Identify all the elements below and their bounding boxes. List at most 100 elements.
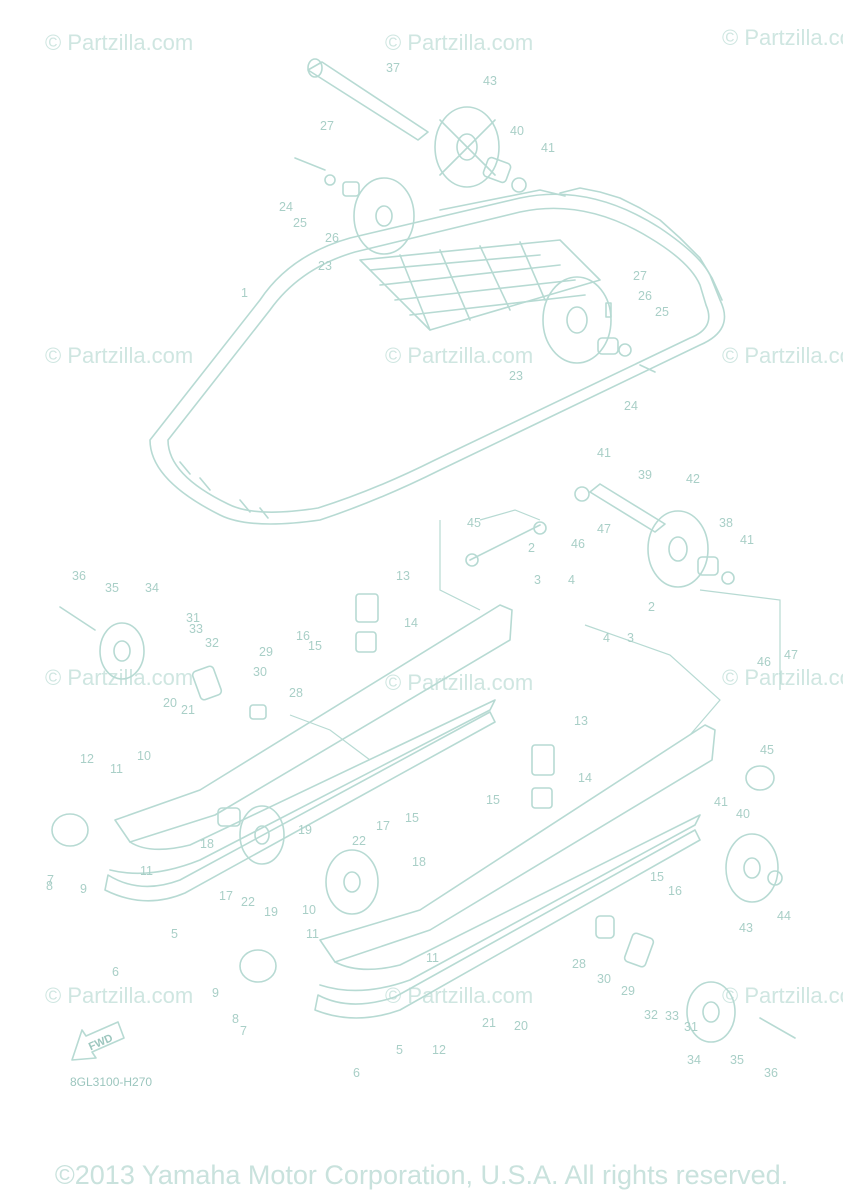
watermark-text: © Partzilla.com: [45, 983, 193, 1008]
callout-number: 41: [740, 533, 754, 547]
callout-number: 24: [279, 200, 293, 214]
callout-number: 27: [320, 119, 334, 133]
callout-number: 37: [386, 61, 400, 75]
callout-number: 17: [219, 889, 233, 903]
callout-number: 17: [376, 819, 390, 833]
callout-number: 9: [212, 986, 219, 1000]
callout-number: 42: [686, 472, 700, 486]
callout-number: 22: [241, 895, 255, 909]
callout-number: 23: [318, 259, 332, 273]
callout-number: 21: [482, 1016, 496, 1030]
callout-number: 7: [240, 1024, 247, 1038]
callout-number: 35: [105, 581, 119, 595]
watermark-text: © Partzilla.com: [722, 665, 843, 690]
callout-number: 21: [181, 703, 195, 717]
track-belt: [149, 187, 726, 525]
watermark-text: © Partzilla.com: [45, 665, 193, 690]
callout-number: 32: [205, 636, 219, 650]
watermark-text: © Partzilla.com: [45, 30, 193, 55]
callout-number: 28: [289, 686, 303, 700]
callout-number: 34: [145, 581, 159, 595]
fwd-label: FWD: [87, 1032, 115, 1053]
callout-number: 31: [684, 1020, 698, 1034]
callout-number: 4: [568, 573, 575, 587]
diagram-code: 8GL3100-H270: [70, 1075, 152, 1089]
callout-number: 46: [571, 537, 585, 551]
callout-number: 14: [404, 616, 418, 630]
copyright-notice: ©2013 Yamaha Motor Corporation, U.S.A. A…: [54, 1160, 789, 1190]
callout-number: 6: [353, 1066, 360, 1080]
callout-number: 2: [648, 600, 655, 614]
callout-number: 45: [467, 516, 481, 530]
callout-number: 26: [325, 231, 339, 245]
callout-number: 24: [624, 399, 638, 413]
callout-number: 2: [528, 541, 535, 555]
callout-number: 11: [306, 927, 319, 941]
callout-numbers: 1223344556677889910101111111112121313141…: [46, 61, 798, 1080]
callout-number: 11: [140, 864, 153, 878]
fwd-arrow: FWD: [71, 1021, 125, 1061]
callout-number: 30: [597, 972, 611, 986]
callout-number: 11: [110, 762, 123, 776]
watermark-text: © Partzilla.com: [722, 983, 843, 1008]
callout-number: 19: [298, 823, 312, 837]
callout-number: 25: [293, 216, 307, 230]
callout-number: 12: [432, 1043, 446, 1057]
watermark-text: © Partzilla.com: [385, 343, 533, 368]
callout-number: 16: [296, 629, 310, 643]
front-idler-assembly: [465, 483, 735, 588]
callout-number: 47: [597, 522, 611, 536]
watermark-group: © Partzilla.com © Partzilla.com © Partzill…: [45, 25, 843, 1008]
callout-number: 32: [644, 1008, 658, 1022]
callout-number: 8: [46, 879, 53, 893]
callout-number: 20: [514, 1019, 528, 1033]
watermark-text: © Partzilla.com: [722, 343, 843, 368]
callout-number: 34: [687, 1053, 701, 1067]
callout-number: 45: [760, 743, 774, 757]
callout-number: 10: [302, 903, 316, 917]
callout-number: 40: [736, 807, 750, 821]
callout-number: 43: [483, 74, 497, 88]
callout-number: 47: [784, 648, 798, 662]
callout-number: 25: [655, 305, 669, 319]
callout-number: 20: [163, 696, 177, 710]
left-slide-rail: [51, 593, 513, 902]
callout-number: 29: [621, 984, 635, 998]
callout-number: 11: [426, 951, 439, 965]
callout-number: 22: [352, 834, 366, 848]
callout-number: 7: [47, 873, 54, 887]
callout-number: 10: [137, 749, 151, 763]
callout-number: 15: [405, 811, 419, 825]
callout-number: 38: [719, 516, 733, 530]
callout-number: 15: [650, 870, 664, 884]
callout-number: 12: [80, 752, 94, 766]
callout-number: 35: [730, 1053, 744, 1067]
callout-number: 26: [638, 289, 652, 303]
callout-number: 40: [510, 124, 524, 138]
callout-number: 28: [572, 957, 586, 971]
callout-number: 29: [259, 645, 273, 659]
callout-number: 16: [668, 884, 682, 898]
callout-number: 41: [597, 446, 611, 460]
callout-number: 31: [186, 611, 200, 625]
watermark-text: © Partzilla.com: [385, 30, 533, 55]
watermark-text: © Partzilla.com: [722, 25, 843, 50]
callout-number: 18: [200, 837, 214, 851]
watermark-text: © Partzilla.com: [385, 983, 533, 1008]
callout-number: 9: [80, 882, 87, 896]
callout-number: 1: [241, 286, 248, 300]
callout-number: 3: [534, 573, 541, 587]
callout-number: 4: [603, 631, 610, 645]
callout-number: 46: [757, 655, 771, 669]
right-slide-rail: [239, 724, 796, 1043]
callout-number: 15: [308, 639, 322, 653]
callout-number: 6: [112, 965, 119, 979]
callout-number: 5: [396, 1043, 403, 1057]
callout-number: 18: [412, 855, 426, 869]
callout-number: 13: [574, 714, 588, 728]
callout-number: 3: [627, 631, 634, 645]
callout-number: 27: [633, 269, 647, 283]
callout-number: 39: [638, 468, 652, 482]
watermark-text: © Partzilla.com: [385, 670, 533, 695]
